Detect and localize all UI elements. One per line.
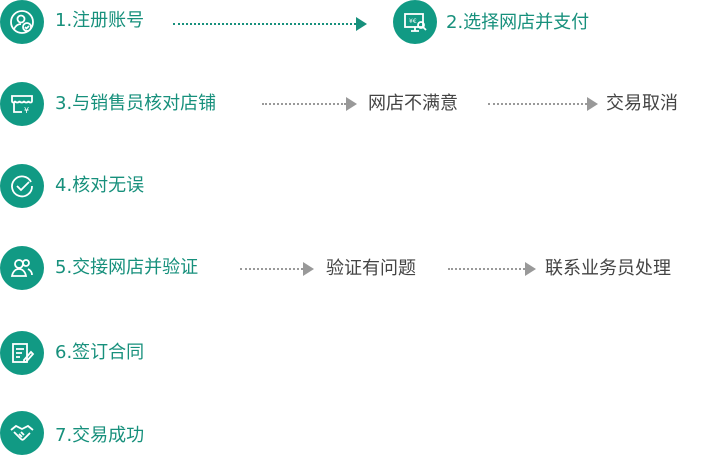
users-icon [0,246,44,290]
svg-text:¥: ¥ [24,106,29,115]
step-1-label: 1.注册账号 [55,10,145,31]
step-3-label: 3.与销售员核对店铺 [55,93,217,114]
step-6-label: 6.签订合同 [55,342,145,363]
svg-text:¥€: ¥€ [409,18,417,25]
branch-store-unsatisfied: 网店不满意 [368,93,458,114]
step-5-label: 5.交接网店并验证 [55,257,199,278]
arrow-3-b [488,97,598,111]
contract-icon [0,331,44,375]
handshake-icon [0,411,44,455]
arrow-5-a [240,262,314,276]
user-check-icon [0,0,44,44]
step-4-label: 4.核对无误 [55,175,145,196]
branch-transaction-cancel: 交易取消 [606,93,678,114]
branch-contact-staff: 联系业务员处理 [545,258,671,279]
arrow-1-2 [173,17,367,31]
step-2-label: 2.选择网店并支付 [446,12,590,33]
branch-verify-problem: 验证有问题 [326,258,416,279]
store-icon: ¥ [0,82,44,126]
monitor-payment-icon: ¥€ [393,0,437,44]
arrow-5-b [448,262,536,276]
arrow-3-a [262,97,357,111]
step-7-label: 7.交易成功 [55,425,145,446]
check-circle-icon [0,164,44,208]
